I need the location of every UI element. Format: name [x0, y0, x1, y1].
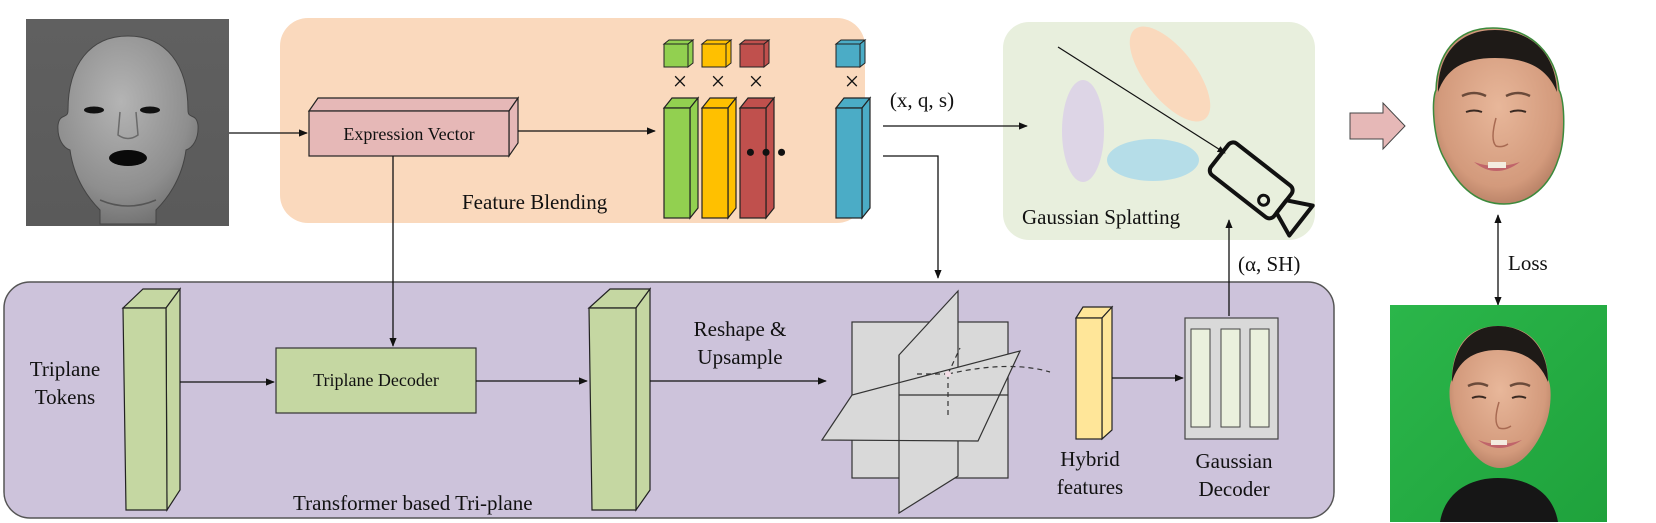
gaussian-splatting-title: Gaussian Splatting — [1022, 205, 1181, 229]
gaussian-decoder-label-2: Decoder — [1198, 477, 1269, 501]
weight-cube-front — [663, 43, 689, 68]
multiply-sign: × — [749, 67, 764, 96]
column-front-face — [835, 107, 863, 219]
reshape-label-2: Upsample — [697, 345, 782, 369]
gaussian-decoder-label-1: Gaussian — [1196, 449, 1273, 473]
feature-column-yellow: × — [700, 38, 738, 220]
column-front-face — [663, 107, 691, 219]
column-side-face — [689, 96, 699, 220]
weight-cube-side — [687, 38, 694, 69]
loss-label: Loss — [1508, 251, 1548, 275]
column-side-face — [727, 96, 737, 220]
weight-cube-side — [725, 38, 732, 69]
feature-blending-title: Feature Blending — [462, 190, 608, 214]
camera-ray — [1057, 46, 1226, 154]
feature-column-red: × — [738, 38, 776, 220]
hybrid-features-label-2: features — [1057, 475, 1123, 499]
ellipsis-dots: • • • — [746, 138, 786, 167]
column-side-face — [861, 96, 871, 220]
triplane-panel-title: Transformer based Tri-plane — [293, 491, 533, 515]
triplane-tokens-label-1: Triplane — [30, 357, 100, 381]
multiply-sign: × — [711, 67, 726, 96]
weight-cube-front — [739, 43, 765, 68]
feature-column-green: × — [662, 38, 700, 220]
expression-vector-label: Expression Vector — [343, 124, 474, 144]
camera-icon — [1207, 140, 1315, 238]
gaussian-splatting-panel — [1003, 22, 1315, 240]
expression-vector-node: Expression Vector — [307, 96, 520, 158]
rendered-face-image — [1432, 27, 1565, 205]
weight-cube-front — [835, 43, 861, 68]
feature-columns: × × × × — [662, 38, 872, 220]
feature-column-blue: × — [834, 38, 872, 220]
hybrid-features-column — [1074, 305, 1114, 441]
triplane-output-column — [587, 287, 652, 512]
column-front-face — [701, 107, 729, 219]
triplane-planes-illustration — [820, 289, 1051, 515]
triplane-tokens-column — [121, 287, 182, 513]
gaussian-decoder-node — [1184, 317, 1279, 440]
input-mesh-image — [26, 19, 229, 226]
ground-truth-image — [1390, 305, 1607, 522]
triplane-tokens-label-2: Tokens — [35, 385, 95, 409]
gaussian-ellipse-orange — [1129, 26, 1211, 122]
weight-cube-side — [763, 38, 770, 69]
gaussian-ellipse-blue — [1107, 139, 1199, 181]
reshape-label-1: Reshape & — [694, 317, 787, 341]
arrow-columns-to-triplane — [883, 155, 942, 279]
weight-cube-front — [701, 43, 727, 68]
render-output-arrow — [1349, 101, 1406, 151]
triplane-decoder-label: Triplane Decoder — [313, 370, 439, 390]
column-front-face — [739, 107, 767, 219]
multiply-sign: × — [673, 67, 688, 96]
triplane-decoder-node — [275, 347, 477, 414]
gaussian-ellipse-purple — [1062, 80, 1104, 182]
triplane-panel — [3, 281, 1335, 519]
xqs-label: (x, q, s) — [890, 88, 954, 112]
multiply-sign: × — [845, 67, 860, 96]
hybrid-features-label-1: Hybrid — [1060, 447, 1120, 471]
alpha-sh-label: (α, SH) — [1238, 252, 1300, 276]
weight-cube-side — [859, 38, 866, 69]
